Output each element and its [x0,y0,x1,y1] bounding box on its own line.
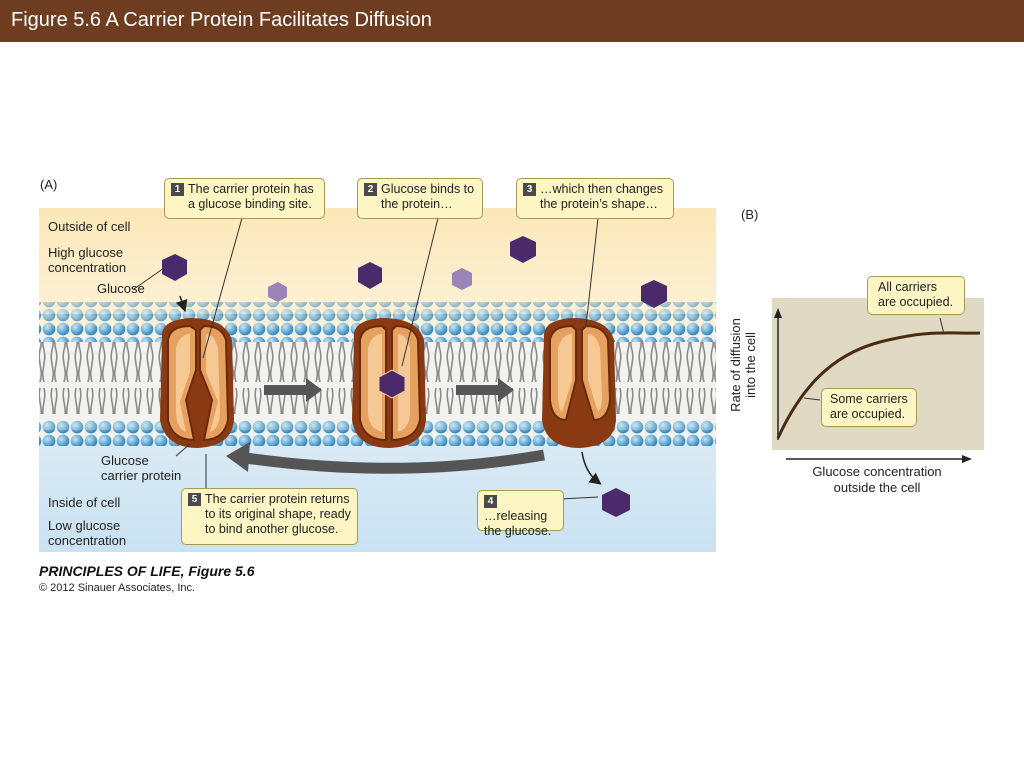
low-concentration-label-2: concentration [48,533,127,548]
carrier-protein-label-2: carrier protein [101,468,182,483]
step-number: 2 [364,183,377,196]
step-number: 1 [171,183,184,196]
step-text: to bind another glucose. [205,522,339,536]
inside-region [39,430,716,552]
outside-label: Outside of cell [48,219,131,234]
callout-text: All carriers [878,280,938,294]
figure-credit: PRINCIPLES OF LIFE, Figure 5.6 [39,563,255,579]
step-number: 5 [188,493,201,506]
step-text: the protein’s shape… [540,197,658,211]
step-text: Glucose binds to [381,182,475,196]
panel-b-label: (B) [741,207,759,222]
step-number: 3 [523,183,536,196]
panel-a-label: (A) [40,177,58,192]
arrow-icon [175,295,602,485]
slide-title: Figure 5.6 A Carrier Protein Facilitates… [11,9,432,31]
step-text: The carrier protein has [188,182,314,196]
copyright-notice: © 2012 Sinauer Associates, Inc. [39,582,196,594]
carrier-protein-icon [160,318,234,448]
step-text: …releasing [484,509,548,523]
carrier-protein-icon [542,318,616,448]
title-bar: Figure 5.6 A Carrier Protein Facilitates… [0,0,1024,42]
callout-text: Some carriers [830,392,908,406]
glucose-hexagon-icon [162,236,667,517]
step-text: to its original shape, ready [205,507,351,521]
step-text: the protein… [381,197,453,211]
low-concentration-label: Low glucose [48,518,121,533]
step-text: a glucose binding site. [188,197,312,211]
high-concentration-label: High glucose [48,245,124,260]
carrier-protein-label: Glucose [101,453,149,468]
step-number: 4 [484,495,497,508]
step-text: the glucose. [484,524,552,538]
callout-text: are occupied. [830,407,906,421]
glucose-label: Glucose [97,281,145,296]
step-text: …which then changes [540,182,663,196]
callout-text: are occupied. [878,295,954,309]
inside-label: Inside of cell [48,495,121,510]
plot-area [772,298,984,450]
high-concentration-label-2: concentration [48,260,127,275]
step-text: The carrier protein returns [205,492,350,506]
saturation-curve [776,331,981,439]
